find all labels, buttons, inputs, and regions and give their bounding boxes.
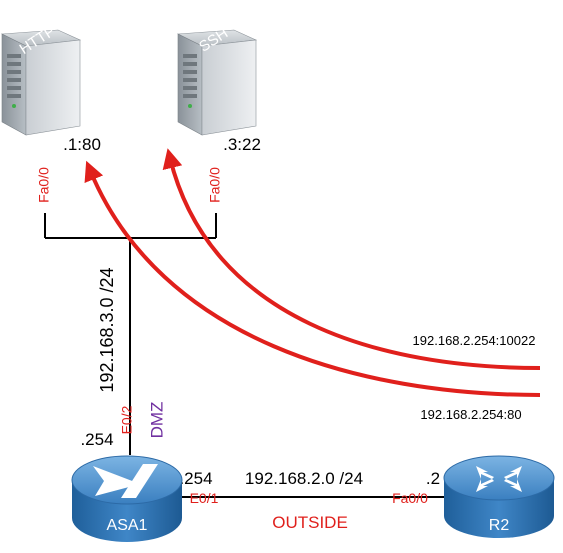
- asa-outside-address: .254: [179, 469, 212, 488]
- asa-dmz-address: .254: [80, 430, 113, 449]
- http-flow-label: 192.168.2.254:80: [420, 407, 521, 422]
- ssh-server-icon[interactable]: SSH: [176, 25, 258, 136]
- http-server-address: .1:80: [63, 135, 101, 154]
- asa-outside-interface: E0/1: [190, 490, 219, 506]
- dmz-subnet-label: 192.168.3.0 /24: [97, 267, 117, 392]
- r2-outside-interface: Fa0/0: [392, 490, 428, 506]
- ssh-flow-label: 192.168.2.254:10022: [413, 333, 536, 348]
- asa-firewall-icon[interactable]: ASA1: [71, 455, 183, 542]
- http-server-interface: Fa0/0: [36, 167, 52, 203]
- outside-subnet-label: 192.168.2.0 /24: [245, 469, 363, 488]
- asa-device-name: ASA1: [107, 517, 148, 534]
- router-device-name: R2: [489, 517, 510, 534]
- http-flow-arrow: [84, 160, 541, 397]
- ssh-server-address: .3:22: [223, 135, 261, 154]
- http-server-icon[interactable]: HTTP: [0, 22, 82, 136]
- outside-zone-label: OUTSIDE: [272, 513, 348, 532]
- router-icon[interactable]: R2: [443, 455, 555, 538]
- asa-dmz-interface: E0/2: [119, 405, 135, 434]
- ssh-flow-arrow: [162, 148, 541, 370]
- ssh-server-interface: Fa0/0: [207, 167, 223, 203]
- r2-outside-address: .2: [426, 469, 440, 488]
- dmz-zone-label: DMZ: [147, 402, 166, 439]
